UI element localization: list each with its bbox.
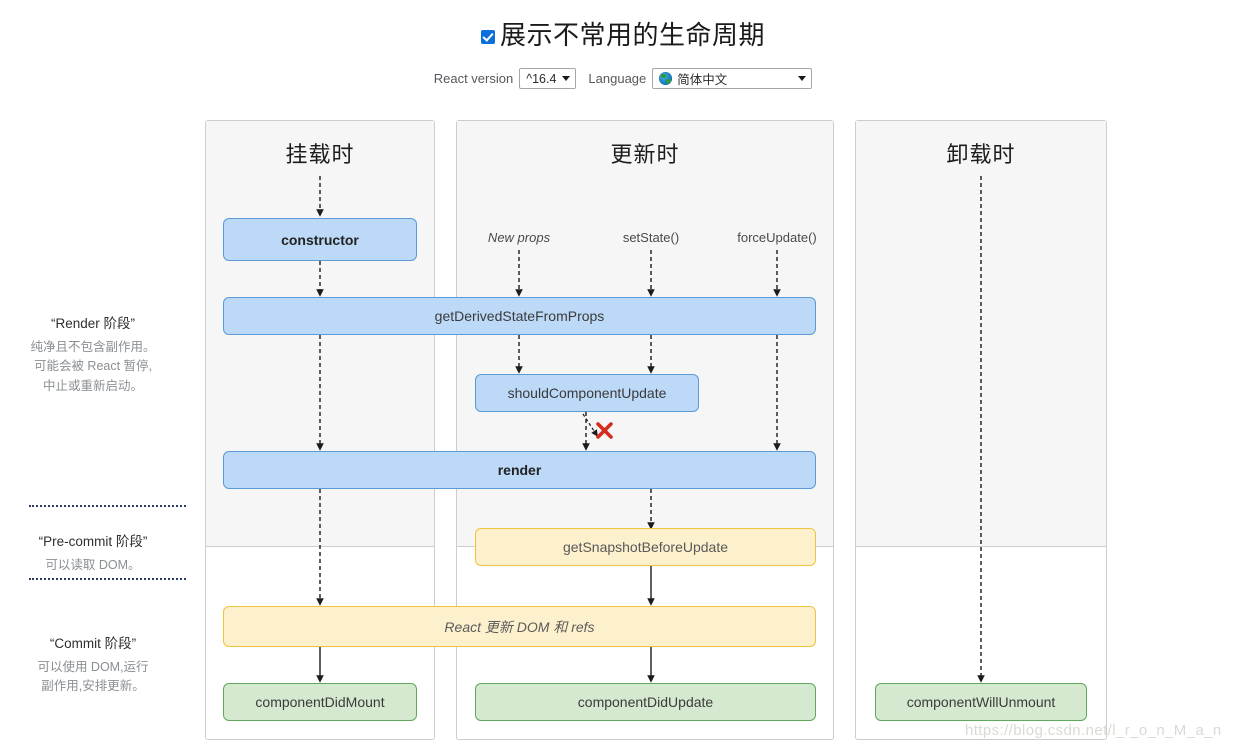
trigger-force-update: forceUpdate() (737, 230, 817, 245)
phase-render-desc-line-3: 中止或重新启动。 (42, 378, 143, 393)
phase-render-desc-line-1: 纯净且不包含副作用。 (30, 340, 156, 354)
phase-precommit-title: “Pre-commit 阶段” (38, 534, 148, 549)
trigger-set-state: setState() (622, 230, 680, 245)
phase-render-title: “Render 阶段” (50, 316, 136, 331)
phase-divider-top (29, 505, 186, 507)
phase-divider-bottom (29, 578, 186, 580)
phase-precommit: “Pre-commit 阶段” 可以读取 DOM。 (0, 530, 186, 575)
react-version-group: React version ^16.4 (434, 68, 577, 89)
react-version-value: ^16.4 (526, 71, 557, 86)
phase-commit-title: “Commit 阶段” (49, 636, 137, 651)
language-value: 简体中文 (677, 73, 728, 87)
phase-commit-desc-line-2: 副作用,安排更新。 (41, 679, 145, 694)
chevron-down-icon (562, 76, 571, 81)
show-legacy-lifecycles-checkbox[interactable] (480, 29, 495, 44)
trigger-new-props: New props (487, 230, 551, 245)
phase-commit-desc: 可以使用 DOM,运行 副作用,安排更新。 (0, 658, 186, 697)
column-mounting: 挂载时 (205, 120, 435, 740)
box-component-will-unmount[interactable]: componentWillUnmount (875, 683, 1087, 721)
box-get-derived-state-from-props[interactable]: getDerivedStateFromProps (223, 297, 816, 335)
language-value-wrap: 简体中文 (659, 69, 727, 88)
page-title: 展示不常用的生命周期 (499, 20, 765, 50)
box-constructor[interactable]: constructor (223, 218, 417, 261)
box-component-did-update[interactable]: componentDidUpdate (475, 683, 816, 721)
page-title-row: 展示不常用的生命周期 (0, 22, 1246, 48)
react-version-label: React version (433, 71, 514, 86)
phase-precommit-desc-line-1: 可以读取 DOM。 (45, 558, 141, 572)
column-unmounting: 卸载时 (855, 120, 1107, 740)
phase-render-desc-line-2: 可能会被 React 暂停, (33, 359, 153, 374)
phase-commit: “Commit 阶段” 可以使用 DOM,运行 副作用,安排更新。 (0, 632, 186, 697)
phase-render-desc: 纯净且不包含副作用。 可能会被 React 暂停, 中止或重新启动。 (0, 338, 186, 396)
box-component-did-mount[interactable]: componentDidMount (223, 683, 417, 721)
box-react-updates-dom-and-refs[interactable]: React 更新 DOM 和 refs (223, 606, 816, 647)
box-get-snapshot-before-update[interactable]: getSnapshotBeforeUpdate (475, 528, 816, 566)
chevron-down-icon (798, 76, 807, 81)
language-label: Language (588, 71, 647, 86)
column-unmounting-title: 卸载时 (946, 142, 1016, 167)
box-should-component-update[interactable]: shouldComponentUpdate (475, 374, 699, 412)
phase-precommit-desc: 可以读取 DOM。 (0, 556, 186, 575)
column-updating-title: 更新时 (610, 142, 680, 167)
react-version-select[interactable]: ^16.4 (519, 68, 577, 89)
language-group: Language 简体中文 (588, 68, 813, 89)
column-unmounting-render-region (856, 121, 1106, 547)
box-render[interactable]: render (223, 451, 816, 489)
language-select[interactable]: 简体中文 (652, 68, 813, 89)
watermark: https://blog.csdn.net/l_r_o_n_M_a_n (965, 722, 1222, 739)
phase-render: “Render 阶段” 纯净且不包含副作用。 可能会被 React 暂停, 中止… (0, 312, 186, 396)
globe-icon (659, 72, 673, 85)
phase-commit-desc-line-1: 可以使用 DOM,运行 (37, 660, 149, 674)
controls-row: React version ^16.4 Language 简体中文 (0, 68, 1246, 89)
column-updating: 更新时 (456, 120, 834, 740)
column-mounting-title: 挂载时 (285, 142, 355, 167)
